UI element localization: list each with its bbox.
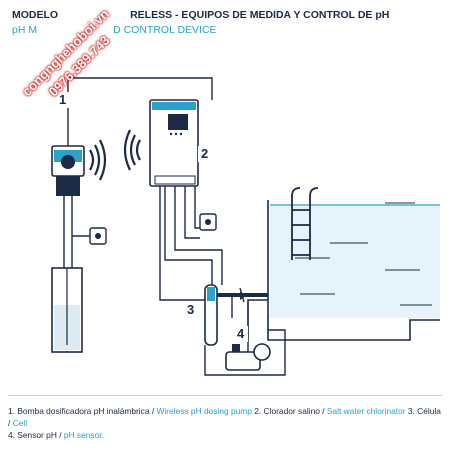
diagram-subtitle: pH M D CONTROL DEVICE — [12, 24, 217, 36]
ph-sensor-unit — [225, 343, 271, 371]
legend-line-1: 1. Bomba dosificadora pH inalámbrica / W… — [8, 405, 444, 429]
title-right: RELESS - EQUIPOS DE MEDIDA Y CONTROL DE … — [130, 9, 390, 21]
pipe-supply — [247, 299, 268, 340]
wifi-signal-icon-2 — [123, 129, 141, 171]
pipe-loop — [204, 329, 286, 376]
power-socket-right — [199, 213, 217, 231]
callout-2: 2 — [201, 146, 209, 161]
water-ripples — [295, 202, 432, 306]
ladder-rail-left — [291, 187, 301, 260]
legend-line1-segment: Wireless pH dosing pump — [156, 406, 252, 416]
pump-head-icon — [61, 155, 75, 169]
legend-divider — [8, 395, 442, 396]
callout-4: 4 — [237, 326, 245, 341]
filter-pump — [225, 351, 261, 371]
wifi-signal-icon — [89, 139, 107, 181]
legend-line2-segment: 4. Sensor pH / — [8, 430, 64, 440]
pipe-return — [231, 294, 268, 318]
legend-line-2: 4. Sensor pH / pH sensor. — [8, 429, 444, 441]
controller-body — [149, 99, 199, 187]
diagram-title: MODELO RELESS - EQUIPOS DE MEDIDA Y CONTR… — [12, 9, 389, 21]
legend-line1-segment: 1. Bomba dosificadora pH inalámbrica / — [8, 406, 157, 416]
pool — [267, 187, 440, 341]
callout-markers — [56, 92, 248, 342]
legend-line1-segment: Cell — [12, 418, 28, 428]
subtitle-left: pH M — [12, 24, 38, 36]
legend-line2-segment: pH sensor. — [63, 430, 104, 440]
legend-line1-segment: 3. Célula / — [8, 406, 441, 428]
controller-cable-b — [174, 186, 223, 285]
salt-chlorinator — [123, 99, 199, 187]
legend-line1-segment: 2. Clorador salino / — [251, 406, 327, 416]
pool-water — [270, 205, 440, 318]
cable-top — [67, 77, 213, 148]
callout-3: 3 — [187, 302, 195, 317]
controller-cable-c — [184, 186, 200, 239]
power-socket-left — [89, 227, 107, 245]
controller-cable-a — [164, 186, 213, 285]
legend: 1. Bomba dosificadora pH inalámbrica / W… — [8, 405, 444, 441]
legend-line1-segment: Salt water chlorinator — [326, 406, 406, 416]
chemical-tank — [51, 267, 83, 353]
dosing-pump — [51, 139, 107, 196]
ladder-rail-right — [309, 187, 319, 260]
title-left: MODELO — [12, 9, 59, 21]
ladder — [291, 187, 319, 260]
controller-cable-d — [194, 186, 200, 229]
subtitle-right: D CONTROL DEVICE — [113, 24, 217, 36]
controller-topbar — [152, 102, 196, 110]
controller-display — [168, 114, 188, 130]
pump-base — [56, 176, 80, 196]
callout-1: 1 — [59, 92, 67, 107]
controller-cable-e — [159, 186, 205, 301]
electrolysis-cell — [204, 284, 268, 346]
